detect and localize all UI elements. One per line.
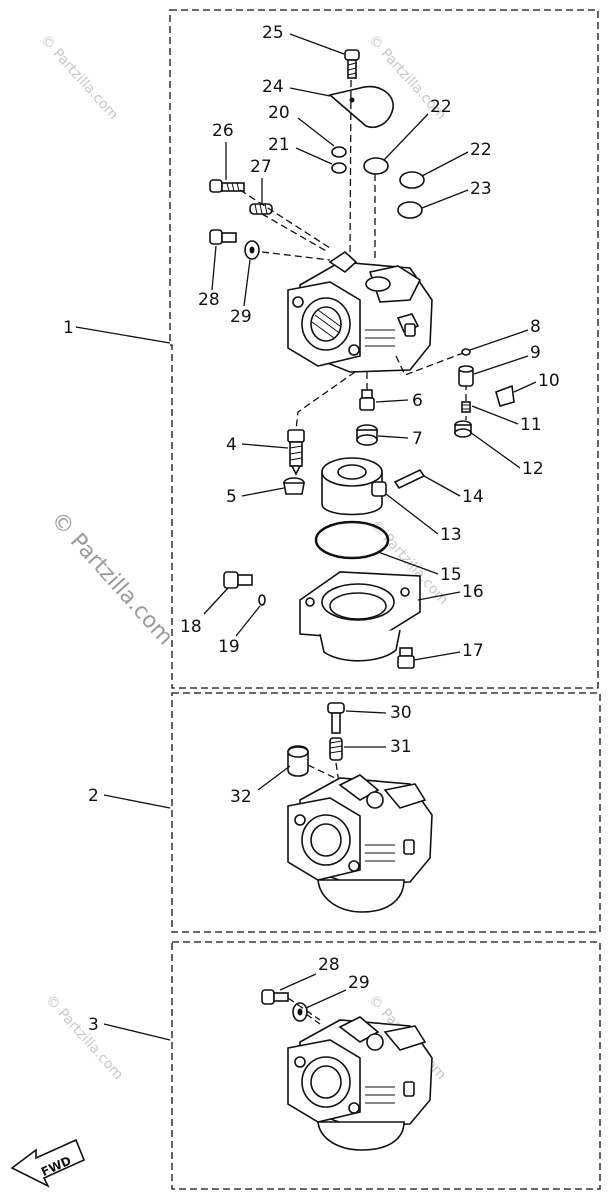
watermark-bottom-left: © Partzilla.com — [42, 992, 126, 1083]
part-spring-27 — [249, 203, 273, 215]
group-box-1 — [169, 9, 599, 689]
callout-32: 32 — [230, 787, 252, 807]
part-oring-8 — [461, 348, 471, 356]
group-leader-3 — [103, 1023, 171, 1041]
group-leader-1 — [75, 326, 171, 344]
part-seat-5 — [283, 477, 305, 495]
callout-31: 31 — [390, 737, 412, 757]
watermark-top-left: © Partzilla.com — [37, 32, 121, 123]
group-label-2: 2 — [88, 786, 99, 806]
callout-20: 20 — [268, 103, 290, 123]
part-screw-28-group3 — [261, 989, 289, 1005]
part-screw-18 — [223, 571, 253, 589]
group-box-3 — [171, 941, 601, 1190]
part-carburetor-assembly-2 — [287, 774, 433, 913]
part-plug-21 — [331, 162, 347, 174]
part-carburetor-body — [287, 250, 433, 373]
callout-29b: 29 — [348, 973, 370, 993]
callout-8: 8 — [530, 317, 541, 337]
callout-5: 5 — [226, 487, 237, 507]
part-gasket-15 — [314, 520, 390, 560]
part-cap-22a — [363, 157, 389, 175]
callout-28: 28 — [198, 290, 220, 310]
callout-27: 27 — [250, 157, 272, 177]
part-needle-4 — [287, 429, 305, 476]
part-screw-25 — [344, 49, 360, 79]
part-plug-12 — [454, 420, 472, 438]
callout-14: 14 — [462, 487, 484, 507]
part-plug-20 — [331, 146, 347, 158]
callout-13: 13 — [440, 525, 462, 545]
part-cap-22b — [399, 171, 425, 189]
callout-4: 4 — [226, 435, 237, 455]
part-screw-26 — [209, 179, 245, 193]
part-nozzle-9 — [458, 365, 474, 387]
part-cap-32 — [287, 745, 309, 777]
group-box-2 — [171, 692, 601, 933]
part-plate-24 — [328, 85, 394, 128]
callout-16: 16 — [462, 582, 484, 602]
part-jet-6 — [359, 389, 375, 411]
callout-28b: 28 — [318, 955, 340, 975]
callout-22b: 22 — [470, 140, 492, 160]
part-oring-19 — [258, 594, 266, 606]
callout-21: 21 — [268, 135, 290, 155]
part-carburetor-assembly-3 — [287, 1016, 433, 1151]
callout-25: 25 — [262, 23, 284, 43]
fwd-arrow: FWD — [10, 1138, 86, 1188]
part-spring-31 — [329, 737, 343, 761]
group-label-1: 1 — [63, 318, 74, 338]
callout-26: 26 — [212, 121, 234, 141]
callout-9: 9 — [530, 343, 541, 363]
callout-18: 18 — [180, 617, 202, 637]
callout-23: 23 — [470, 179, 492, 199]
callout-10: 10 — [538, 371, 560, 391]
callout-22a: 22 — [430, 97, 452, 117]
callout-19: 19 — [218, 637, 240, 657]
part-screw-30 — [327, 702, 345, 734]
watermark-side: © Partzilla.com — [46, 507, 178, 650]
part-jet-11 — [461, 401, 471, 413]
callout-11: 11 — [520, 415, 542, 435]
callout-15: 15 — [440, 565, 462, 585]
callout-7: 7 — [412, 429, 423, 449]
part-screw-17 — [397, 647, 415, 669]
part-pin-14 — [393, 468, 426, 490]
callout-24: 24 — [262, 77, 284, 97]
part-float-13 — [321, 457, 387, 516]
group-leader-2 — [103, 794, 171, 809]
part-plug-7 — [356, 424, 378, 446]
part-screw-28 — [209, 229, 237, 245]
group-label-3: 3 — [88, 1015, 99, 1035]
part-cap-23 — [397, 201, 423, 219]
callout-6: 6 — [412, 391, 423, 411]
callout-17: 17 — [462, 641, 484, 661]
callout-30: 30 — [390, 703, 412, 723]
part-clip-10 — [495, 384, 515, 407]
callout-12: 12 — [522, 459, 544, 479]
callout-29: 29 — [230, 307, 252, 327]
part-float-bowl-16 — [299, 571, 421, 662]
